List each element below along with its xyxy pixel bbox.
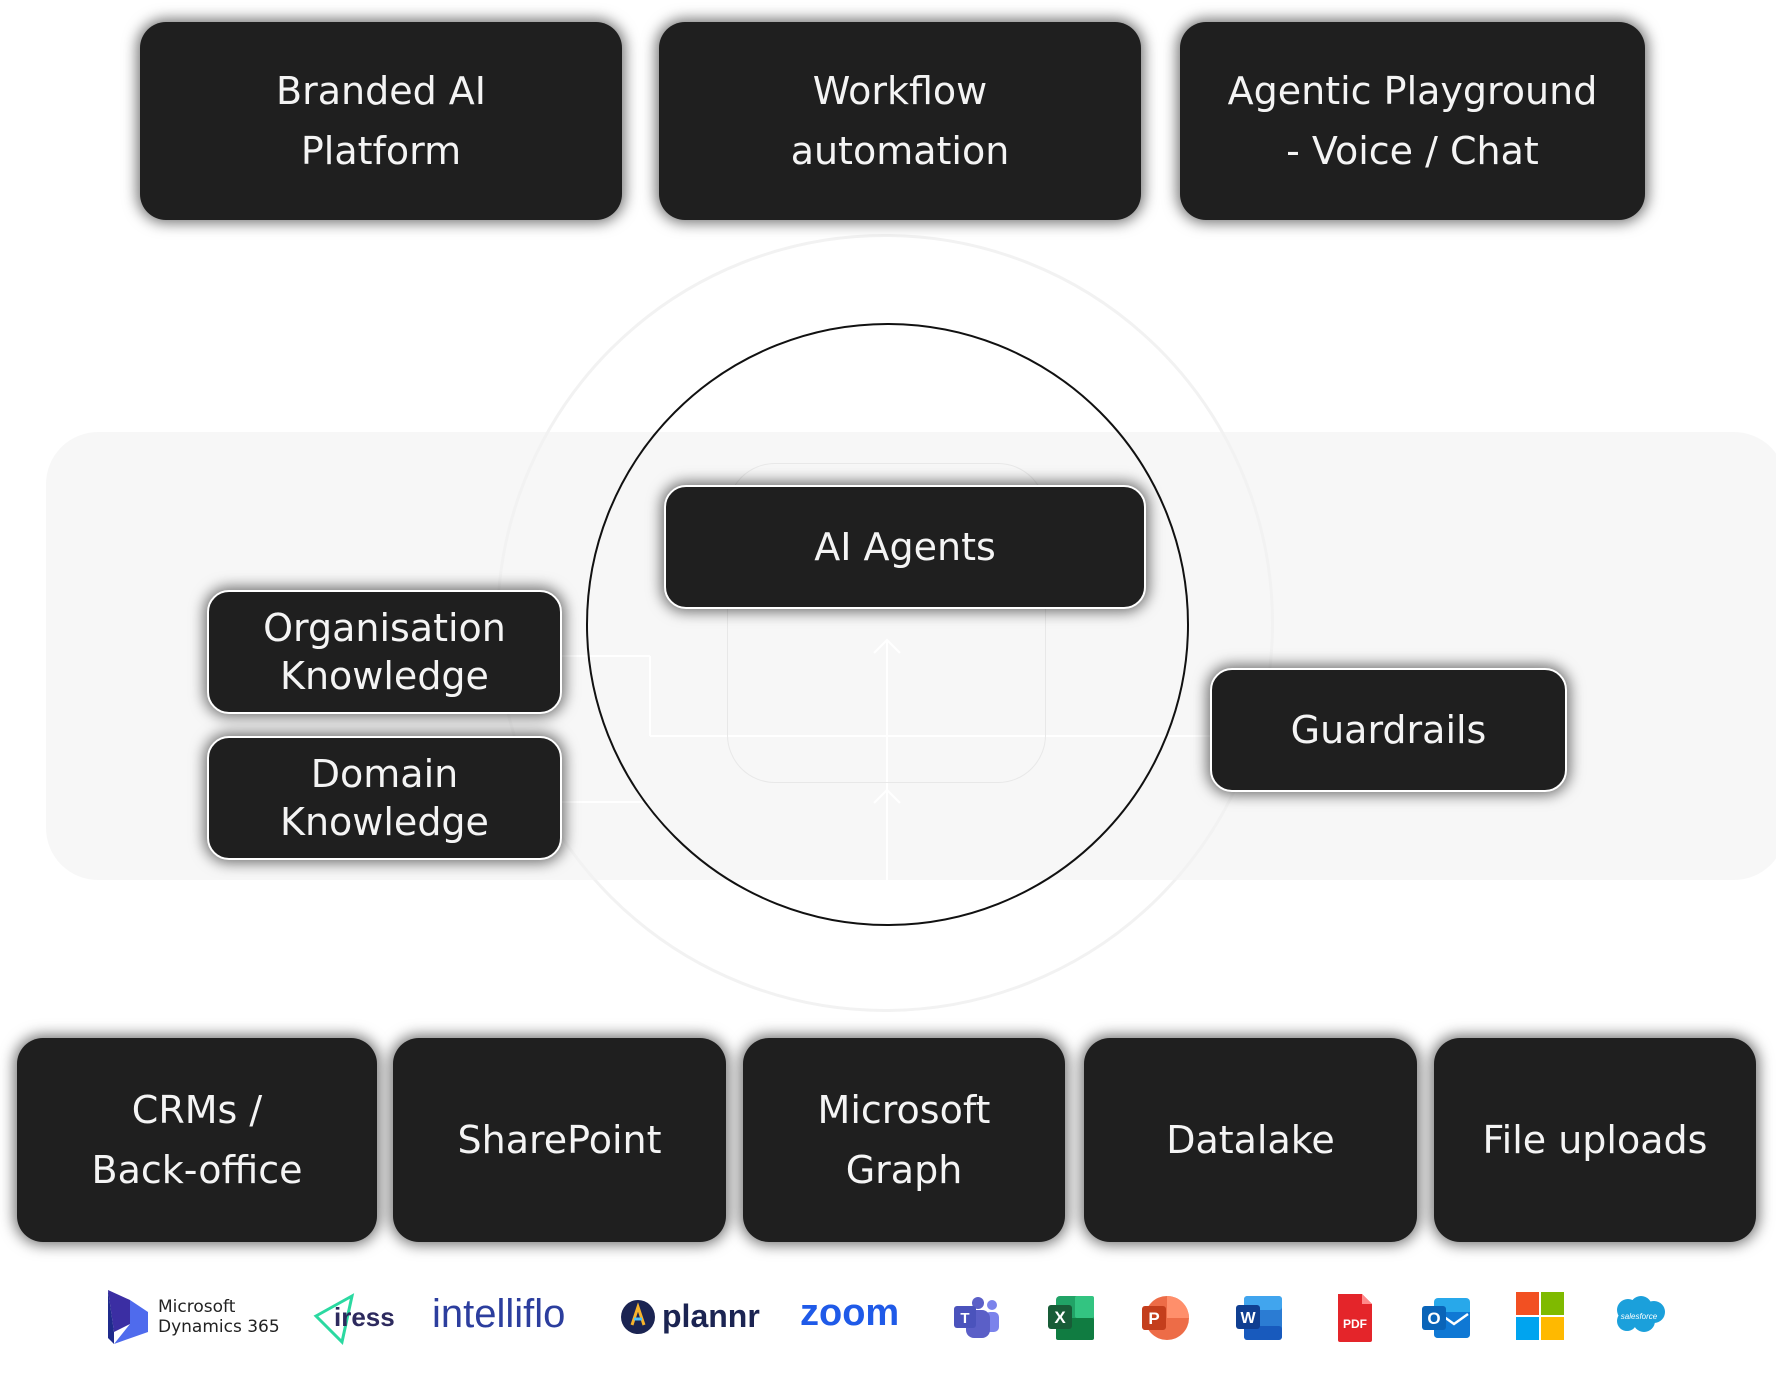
microsoft-graph-box: Microsoft Graph [743, 1038, 1065, 1242]
svg-text:P: P [1148, 1309, 1159, 1328]
svg-text:O: O [1427, 1309, 1440, 1328]
word-icon: W [1236, 1296, 1282, 1340]
sharepoint-box: SharePoint [393, 1038, 726, 1242]
iress-icon: iress [313, 1293, 395, 1346]
box-label-line1: CRMs / [131, 1088, 263, 1132]
box-label-line2: Knowledge [280, 654, 489, 698]
dynamics-365-icon [108, 1290, 148, 1344]
salesforce-label: salesforce [1621, 1312, 1658, 1321]
pdf-logo: PDF [1334, 1292, 1374, 1344]
box-label: Datalake [1166, 1118, 1335, 1162]
iress-logo: iress [312, 1290, 402, 1348]
zoom-logo: zoom [800, 1292, 900, 1334]
powerpoint-logo: P [1140, 1294, 1190, 1342]
salesforce-icon: salesforce [1617, 1296, 1665, 1332]
box-label-line2: automation [790, 129, 1010, 173]
box-label-line1: Workflow [812, 69, 988, 113]
datalake-box: Datalake [1084, 1038, 1417, 1242]
intelliflo-logo: intelliflo [432, 1292, 566, 1336]
domain-knowledge-box: Domain Knowledge [207, 736, 562, 860]
file-uploads-box: File uploads [1434, 1038, 1756, 1242]
svg-text:T: T [960, 1310, 969, 1327]
box-label-line2: Platform [300, 129, 462, 173]
excel-logo: X [1046, 1294, 1096, 1342]
box-label-line1: Branded AI [276, 69, 486, 113]
ai-agents-box: AI Agents [664, 485, 1146, 609]
teams-icon: T [954, 1297, 999, 1338]
branded-ai-platform-box: Branded AI Platform [140, 22, 622, 220]
dynamics-line2: Dynamics 365 [158, 1317, 280, 1337]
pdf-icon: PDF [1338, 1294, 1372, 1342]
box-label-line2: - Voice / Chat [1286, 129, 1539, 173]
dynamics-365-logo: Microsoft Dynamics 365 [106, 1288, 280, 1346]
plannr-logo: plannr [620, 1298, 760, 1335]
outlook-logo: O [1420, 1294, 1472, 1342]
word-logo: W [1234, 1294, 1284, 1342]
integration-logos: Microsoft Dynamics 365 iress intelliflo … [0, 1270, 1776, 1360]
teams-logo: T [952, 1296, 1000, 1340]
salesforce-logo: salesforce [1610, 1294, 1668, 1336]
plannr-icon [621, 1299, 655, 1334]
box-label-line2: Back-office [91, 1148, 303, 1192]
dynamics-line1: Microsoft [158, 1297, 236, 1317]
box-label: File uploads [1482, 1118, 1708, 1162]
box-label-line1: Organisation [263, 606, 506, 650]
svg-text:iress: iress [334, 1302, 395, 1332]
organisation-knowledge-box: Organisation Knowledge [207, 590, 562, 714]
box-label: SharePoint [457, 1118, 662, 1162]
agentic-playground-box: Agentic Playground - Voice / Chat [1180, 22, 1645, 220]
outlook-icon: O [1422, 1298, 1470, 1338]
plannr-label: plannr [662, 1298, 760, 1334]
svg-text:X: X [1054, 1308, 1066, 1327]
core-circle [586, 323, 1189, 926]
box-label-line1: Domain [310, 752, 459, 796]
workflow-automation-box: Workflow automation [659, 22, 1141, 220]
guardrails-box: Guardrails [1210, 668, 1567, 792]
powerpoint-icon: P [1142, 1296, 1189, 1340]
microsoft-logo-icon [1516, 1292, 1564, 1340]
excel-icon: X [1048, 1296, 1094, 1340]
box-label-line2: Knowledge [280, 800, 489, 844]
svg-text:PDF: PDF [1343, 1317, 1367, 1331]
ai-agents-label: AI Agents [814, 525, 996, 569]
box-label-line1: Agentic Playground [1227, 69, 1598, 113]
microsoft-logo [1516, 1292, 1564, 1340]
agent-inner-card [727, 463, 1046, 783]
guardrails-label: Guardrails [1290, 708, 1487, 752]
svg-text:W: W [1240, 1310, 1256, 1327]
box-label-line1: Microsoft [817, 1088, 991, 1132]
box-label-line2: Graph [845, 1148, 963, 1192]
crms-backoffice-box: CRMs / Back-office [17, 1038, 377, 1242]
